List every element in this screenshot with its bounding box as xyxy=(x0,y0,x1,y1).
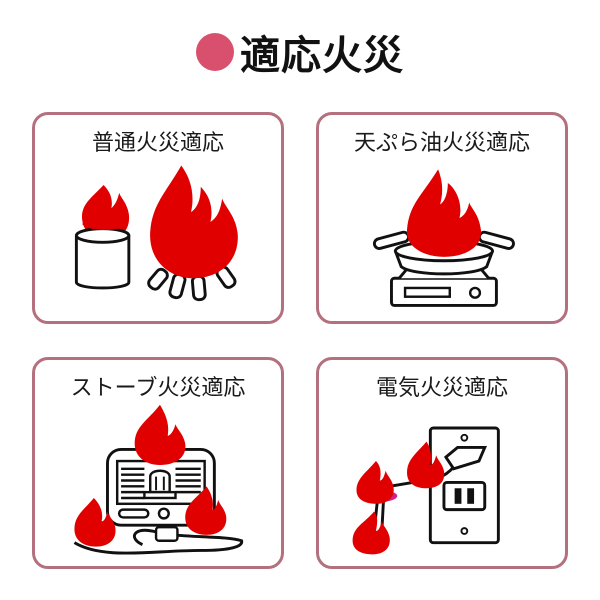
oil-pan-fire-icon xyxy=(372,169,515,307)
panel-oil-fire: 天ぷら油火災適応 xyxy=(316,112,568,324)
electrical-fire-icon xyxy=(352,426,500,555)
ordinary-fire-icon xyxy=(74,165,238,302)
panel-label: 電気火災適応 xyxy=(375,376,508,401)
panel-label: 天ぷら油火災適応 xyxy=(353,131,530,156)
bullet-circle-icon xyxy=(196,33,234,71)
panel-electrical-fire: 電気火災適応 xyxy=(316,357,568,569)
panel-label: 普通火災適応 xyxy=(91,131,224,156)
page-title: 適応火災 xyxy=(240,33,404,79)
panel-stove-fire: ストーブ火災適応 xyxy=(32,357,284,569)
page-header: 適応火災 xyxy=(0,22,600,82)
stove-fire-icon xyxy=(73,404,244,555)
panel-label: ストーブ火災適応 xyxy=(70,376,246,401)
panel-ordinary-fire: 普通火災適応 xyxy=(32,112,284,324)
